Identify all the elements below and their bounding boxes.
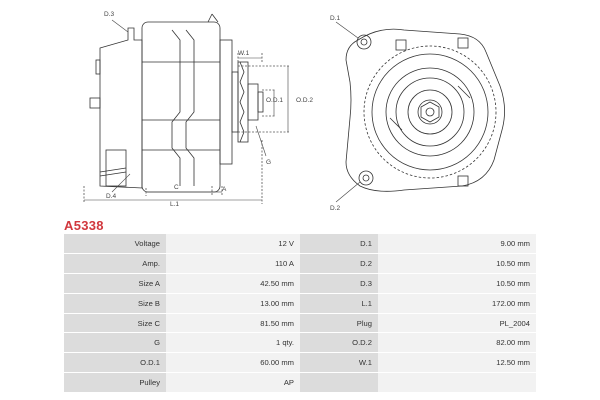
product-code: A5338 xyxy=(64,218,104,233)
spec-value: 42.50 mm xyxy=(166,273,300,294)
alternator-front-view xyxy=(345,28,505,192)
spec-value: 81.50 mm xyxy=(166,313,300,334)
spec-value: 10.50 mm xyxy=(378,253,536,275)
label-g: G xyxy=(266,159,271,166)
label-d3: D.3 xyxy=(104,11,115,18)
spec-value: 172.00 mm xyxy=(378,293,536,314)
label-d4: D.4 xyxy=(106,193,117,200)
spec-key: Plug xyxy=(300,313,378,334)
spec-key: D.3 xyxy=(300,273,378,294)
spec-key: L.1 xyxy=(300,293,378,314)
spec-value: 60.00 mm xyxy=(166,352,300,374)
label-d2: D.2 xyxy=(330,205,341,212)
label-w1: W.1 xyxy=(238,50,250,57)
side-view-dimensions xyxy=(83,52,290,204)
label-l1: L.1 xyxy=(170,201,179,208)
spec-value: 110 A xyxy=(166,253,300,275)
alternator-technical-drawing: D.3 D.4 W.1 O.D.1 O.D.2 G C A L.1 D.1 D.… xyxy=(83,11,505,212)
label-a: A xyxy=(222,186,227,193)
label-d1: D.1 xyxy=(330,15,341,22)
spec-value: 1 qty. xyxy=(166,332,300,354)
spec-value: 9.00 mm xyxy=(378,234,536,255)
spec-key: Size A xyxy=(64,273,166,294)
spec-key: Voltage xyxy=(64,234,166,255)
spec-value: AP xyxy=(166,372,300,393)
spec-key: Size B xyxy=(64,293,166,314)
label-od1: O.D.1 xyxy=(266,97,283,104)
alternator-side-view xyxy=(89,13,264,193)
spec-key: G xyxy=(64,332,166,354)
spec-key: Amp. xyxy=(64,253,166,275)
spec-key: D.1 xyxy=(300,234,378,255)
label-c: C xyxy=(174,184,179,191)
spec-value: 13.00 mm xyxy=(166,293,300,314)
spec-value: 10.50 mm xyxy=(378,273,536,294)
spec-key: W.1 xyxy=(300,352,378,374)
spec-key: Pulley xyxy=(64,372,166,393)
spec-key xyxy=(300,372,378,393)
spec-value: 12 V xyxy=(166,234,300,255)
spec-key: Size C xyxy=(64,313,166,334)
spec-key: O.D.1 xyxy=(64,352,166,374)
spec-value xyxy=(378,372,536,393)
spec-key: D.2 xyxy=(300,253,378,275)
spec-key: O.D.2 xyxy=(300,332,378,354)
spec-value: 82.00 mm xyxy=(378,332,536,354)
label-od2: O.D.2 xyxy=(296,97,313,104)
spec-value: PL_2004 xyxy=(378,313,536,334)
spec-value: 12.50 mm xyxy=(378,352,536,374)
